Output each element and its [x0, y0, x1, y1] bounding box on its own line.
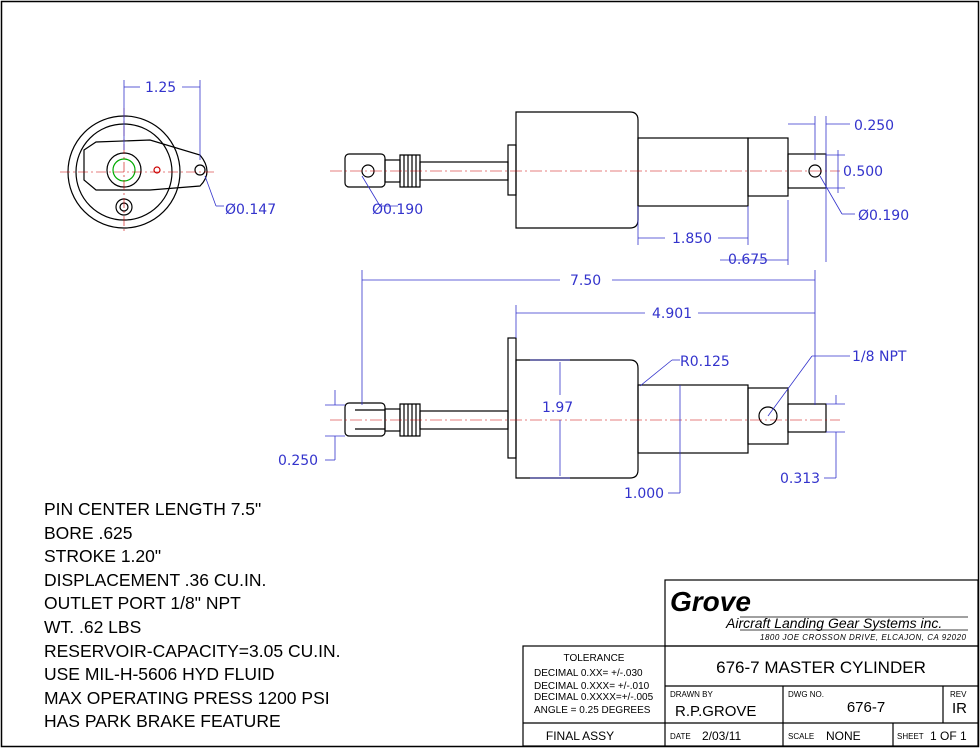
side-view [330, 337, 840, 479]
top-view-reservoir-body [515, 111, 639, 229]
sheet-label: SHEET [897, 732, 924, 741]
dim-r0-125: R0.125 [680, 354, 730, 370]
title-block [522, 579, 979, 747]
dim-0-250-top: 0.250 [854, 118, 894, 134]
rev-label: REV [950, 690, 967, 699]
final-assy: FINAL ASSY [546, 729, 614, 743]
dim-4-901: 4.901 [652, 306, 692, 322]
side-view-clevis [344, 402, 386, 437]
tolerance-heading: TOLERANCE [564, 653, 625, 664]
tolerance-line: ANGLE = 0.25 DEGREES [534, 705, 651, 716]
spec-note: USE MIL-H-5606 HYD FLUID [44, 664, 275, 685]
spec-note: WT. .62 LBS [44, 616, 142, 637]
dim-1-25: 1.25 [145, 80, 176, 96]
end-view-dims [123, 80, 224, 207]
side-view-rod-nut [399, 403, 421, 437]
sheet-value: 1 OF 1 [930, 729, 967, 743]
dim-1-000: 1.000 [624, 486, 664, 502]
dim-0-250-bottom: 0.250 [278, 453, 318, 469]
end-view [60, 108, 215, 232]
spec-note: RESERVOIR-CAPACITY=3.05 CU.IN. [44, 640, 341, 661]
tolerance-line: DECIMAL 0.XX= +/-.030 [534, 668, 643, 679]
dim-0-500: 0.500 [843, 164, 883, 180]
tolerance-line: DECIMAL 0.XXX= +/-.010 [534, 681, 650, 692]
drawn-by-label: DRAWN BY [670, 690, 713, 699]
spec-note: OUTLET PORT 1/8" NPT [44, 593, 241, 614]
top-view-end-cap [507, 144, 517, 196]
dim-0-190-right: Ø0.190 [858, 208, 909, 224]
top-view-dims [361, 116, 855, 265]
dim-npt: 1/8 NPT [852, 349, 907, 365]
dim-hole-0-147: Ø0.147 [225, 202, 276, 218]
tolerance-line: DECIMAL 0.XXXX=+/-.005 [534, 692, 654, 703]
scale-label: SCALE [788, 732, 814, 741]
side-view-reservoir-body [515, 359, 639, 479]
spec-note: MAX OPERATING PRESS 1200 PSI [44, 687, 330, 708]
drawing-title: 676-7 MASTER CYLINDER [716, 658, 926, 677]
dwg-no-value: 676-7 [847, 699, 885, 716]
side-view-cylinder-barrel [637, 384, 749, 454]
end-view-lever-hole [194, 164, 206, 176]
top-view-clevis [344, 153, 386, 188]
company-name: Aircraft Landing Gear Systems inc. [725, 615, 942, 631]
side-view-rear-tang [787, 403, 827, 433]
top-view [330, 111, 840, 229]
dim-1-97: 1.97 [542, 400, 573, 416]
rev-value: IR [952, 700, 967, 717]
title-block-main-box [522, 645, 979, 747]
end-view-lever [83, 139, 208, 191]
spec-notes: PIN CENTER LENGTH 7.5" BORE .625 STROKE … [44, 498, 340, 734]
dim-clevis-0-190-left: Ø0.190 [372, 202, 423, 218]
scale-value: NONE [826, 729, 861, 743]
spec-note: HAS PARK BRAKE FEATURE [44, 711, 281, 732]
date-value: 2/03/11 [702, 729, 741, 743]
dim-0-675: 0.675 [728, 252, 768, 268]
dim-1-850: 1.850 [672, 231, 712, 247]
dim-0-313: 0.313 [780, 471, 820, 487]
drawn-by-value: R.P.GROVE [675, 703, 756, 720]
top-view-cylinder-barrel [637, 137, 749, 207]
spec-note: STROKE 1.20" [44, 546, 162, 567]
dwg-no-label: DWG NO. [788, 690, 824, 699]
company-address: 1800 JOE CROSSON DRIVE, ELCAJON, CA 9202… [760, 633, 967, 642]
side-view-dims [325, 270, 850, 494]
side-view-npt-port [758, 406, 778, 426]
spec-note: BORE .625 [44, 522, 133, 543]
end-view-pin [153, 166, 161, 174]
spec-note: DISPLACEMENT .36 CU.IN. [44, 569, 267, 590]
date-label: DATE [670, 732, 691, 741]
company-logo: Grove [670, 586, 751, 617]
side-view-mount-flange [507, 337, 517, 459]
spec-note: PIN CENTER LENGTH 7.5" [44, 499, 262, 519]
top-view-port-boss [747, 137, 789, 197]
top-view-rod-nut [399, 154, 421, 188]
dim-7-50: 7.50 [570, 273, 601, 289]
